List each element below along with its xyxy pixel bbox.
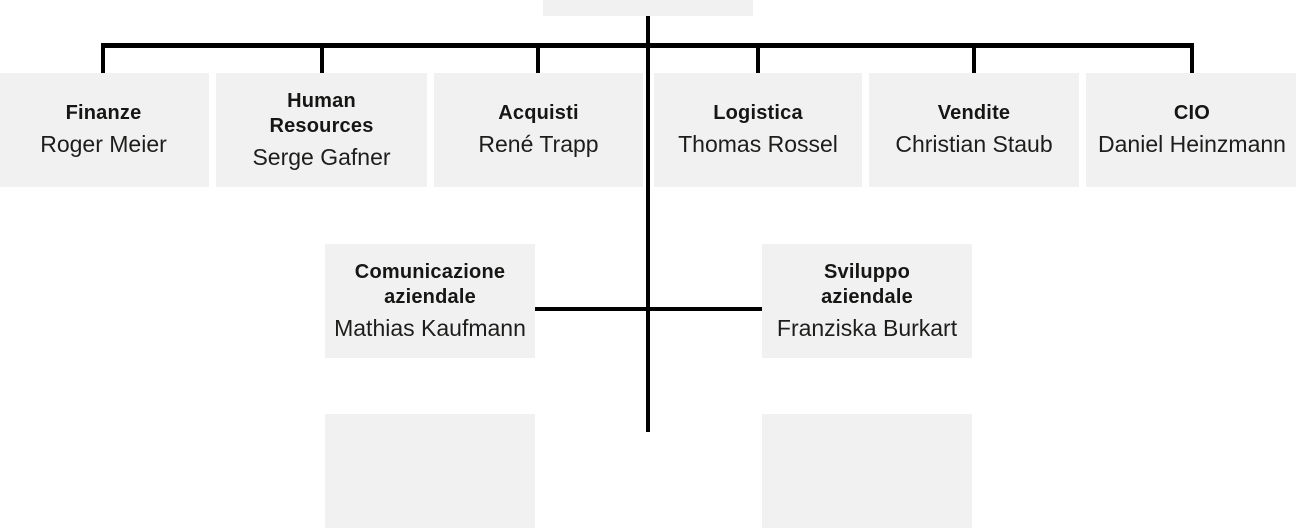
department-title-line1: Human: [287, 89, 356, 112]
org-box-sviluppo-aziendale: Sviluppo aziendale Franziska Burkart: [762, 244, 972, 358]
person-name: René Trapp: [478, 131, 599, 157]
org-box-logistica: Logistica Thomas Rossel: [654, 73, 862, 187]
person-name: Franziska Burkart: [776, 314, 958, 341]
department-title-line2: aziendale: [821, 285, 913, 308]
connector-horizontal-staff: [535, 307, 762, 311]
department-title: Finanze: [65, 102, 142, 124]
department-title: Logistica: [713, 102, 803, 124]
person-name: Mathias Kaufmann: [334, 314, 526, 341]
department-title: Vendite: [937, 102, 1011, 124]
person-name: Daniel Heinzmann: [1098, 131, 1286, 157]
department-title-line2: Resources: [269, 114, 374, 137]
person-name: Roger Meier: [40, 131, 167, 157]
connector-horizontal-main: [101, 43, 1194, 48]
person-name: Christian Staub: [895, 131, 1053, 157]
person-name: Thomas Rossel: [678, 131, 838, 157]
department-title-line1: Sviluppo: [823, 260, 911, 283]
org-box-vendite: Vendite Christian Staub: [869, 73, 1079, 187]
connector-stub-human-resources: [320, 48, 324, 73]
connector-stub-logistica: [756, 48, 760, 73]
department-title-line1: Comunicazione: [354, 260, 506, 283]
connector-stub-cio: [1190, 48, 1194, 73]
connector-vertical-center: [646, 16, 650, 432]
connector-stub-vendite: [972, 48, 976, 73]
org-box-comunicazione-aziendale: Comunicazione aziendale Mathias Kaufmann: [325, 244, 535, 358]
org-box-cio: CIO Daniel Heinzmann: [1086, 73, 1296, 187]
person-name: Serge Gafner: [252, 143, 391, 170]
org-box-root-partial: [543, 0, 753, 16]
connector-stub-acquisti: [536, 48, 540, 73]
department-title-line2: aziendale: [384, 285, 476, 308]
connector-stub-finanze: [101, 48, 105, 73]
org-box-acquisti: Acquisti René Trapp: [434, 73, 643, 187]
department-title: CIO: [1173, 102, 1211, 124]
org-box-human-resources: Human Resources Serge Gafner: [216, 73, 427, 187]
org-box-bottom-right-partial: [762, 414, 972, 528]
org-box-bottom-left-partial: [325, 414, 535, 528]
org-box-finanze: Finanze Roger Meier: [0, 73, 209, 187]
department-title: Acquisti: [498, 102, 579, 124]
